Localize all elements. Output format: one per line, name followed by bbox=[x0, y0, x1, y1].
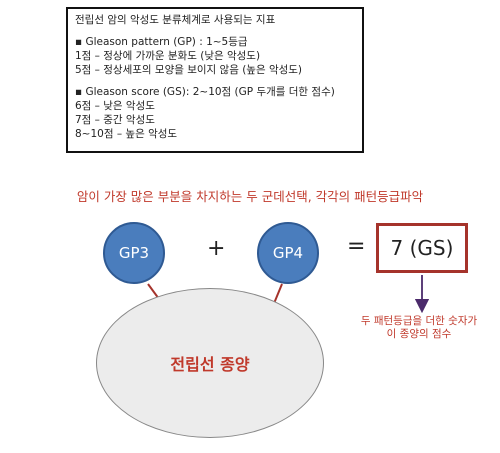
gleason-score-heading: ▪ Gleason score (GS): 2~10점 (GP 두개를 더한 점… bbox=[75, 86, 335, 98]
gp4-circle: GP4 bbox=[257, 222, 319, 284]
tumor-label: 전립선 종양 bbox=[170, 355, 250, 374]
gleason-pattern-heading: ▪ Gleason pattern (GP) : 1~5등급 bbox=[75, 36, 248, 48]
score-note: 두 패턴등급을 더한 숫자가 이 종양의 점수 bbox=[340, 315, 498, 341]
equals-sign: = bbox=[347, 234, 366, 259]
selection-caption: 암이 가장 많은 부분을 차지하는 두 군데선택, 각각의 패턴등급파악 bbox=[76, 189, 424, 204]
gp4-label: GP4 bbox=[272, 244, 304, 262]
gleason-pattern-item: 5점 – 정상세포의 모양을 보이지 않음 (높은 악성도) bbox=[75, 64, 303, 76]
prostate-tumor-ellipse: 전립선 종양 bbox=[96, 288, 324, 438]
plus-sign: + bbox=[207, 236, 226, 261]
gleason-pattern-item: 1점 – 정상에 가까운 분화도 (낮은 악성도) bbox=[75, 50, 261, 62]
gleason-info-box: 전립선 암의 악성도 분류체계로 사용되는 지표 ▪ Gleason patte… bbox=[66, 7, 364, 153]
score-note-line: 두 패턴등급을 더한 숫자가 bbox=[360, 315, 478, 327]
gleason-score-item: 6점 – 낮은 악성도 bbox=[75, 100, 155, 112]
gleason-score-item: 7점 – 중간 악성도 bbox=[75, 114, 155, 126]
score-note-line: 이 종양의 점수 bbox=[386, 328, 452, 340]
gp3-circle: GP3 bbox=[103, 222, 165, 284]
gleason-score-box: 7 (GS) bbox=[376, 223, 468, 273]
gp3-label: GP3 bbox=[118, 244, 150, 262]
gleason-score-value: 7 (GS) bbox=[390, 236, 454, 260]
gleason-score-item: 8~10점 – 높은 악성도 bbox=[75, 128, 178, 140]
info-title: 전립선 암의 악성도 분류체계로 사용되는 지표 bbox=[75, 14, 276, 26]
